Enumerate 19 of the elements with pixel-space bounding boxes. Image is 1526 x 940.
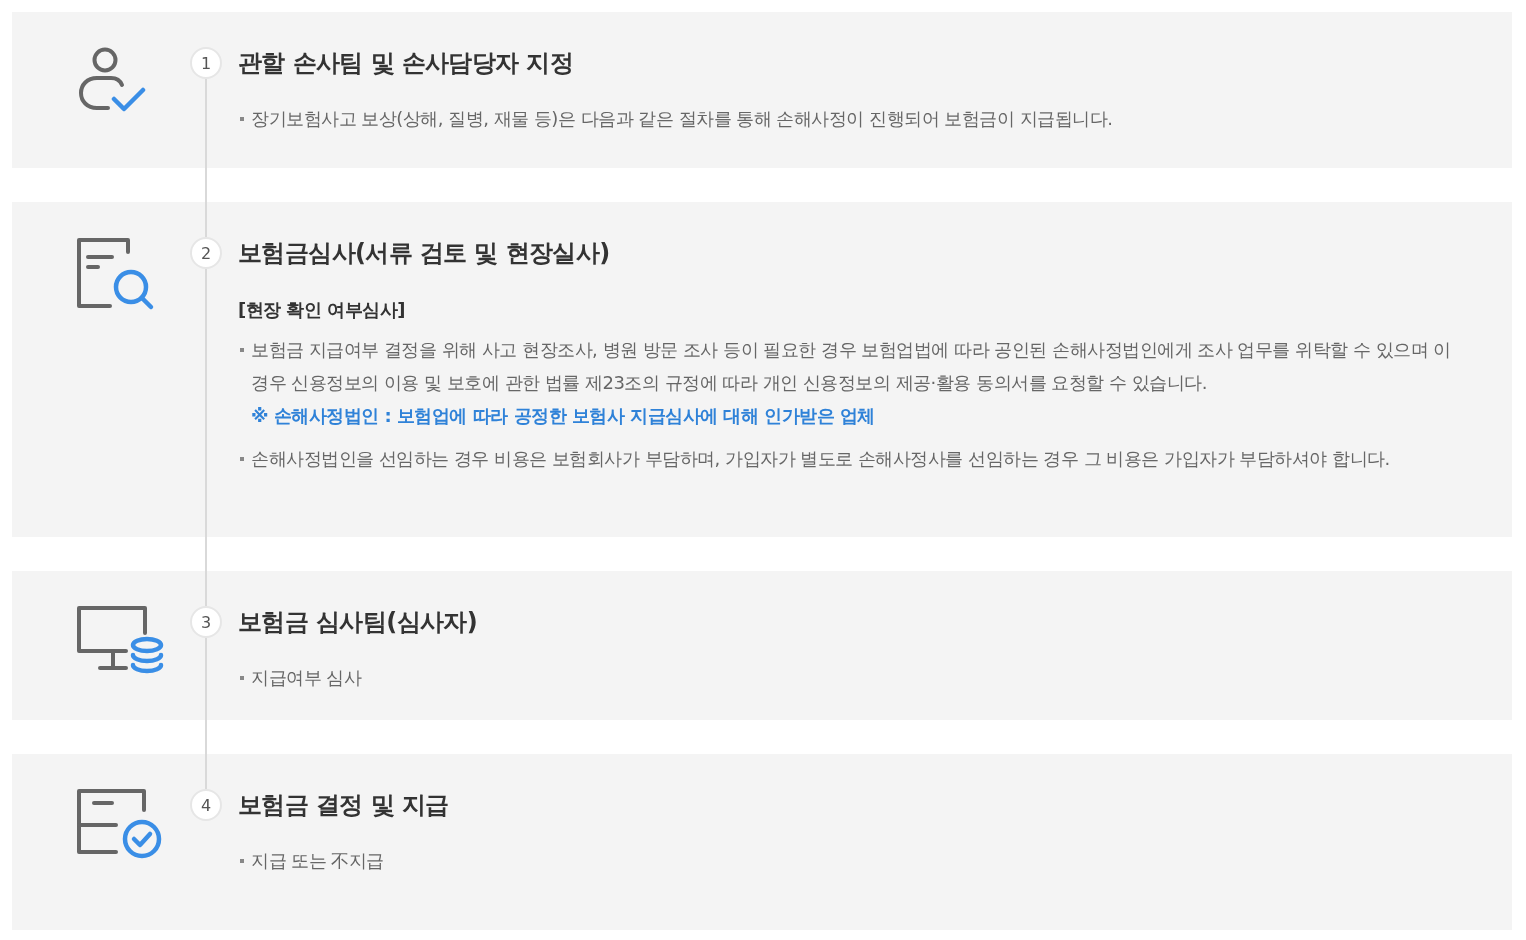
- step-panel: [12, 12, 1512, 168]
- bullet-text: 지급여부 심사: [238, 661, 362, 694]
- step-number: 2: [190, 237, 222, 269]
- step-number: 3: [190, 606, 222, 638]
- step-panel: [12, 571, 1512, 720]
- step-panel: [12, 754, 1512, 930]
- step-panel: [12, 202, 1512, 537]
- step-heading: 보험금 심사팀(심사자): [238, 608, 478, 636]
- bullet-text: 손해사정법인을 선임하는 경우 비용은 보험회사가 부담하며, 가입자가 별도로 손해사정사를 선임하는 경우 그 비용은 가입자가 부담하셔야 합니다.: [238, 442, 1390, 475]
- step-heading: 보험금심사(서류 검토 및 현장실사): [238, 239, 610, 267]
- step-heading: 관할 손사팀 및 손사담당자 지정: [238, 49, 574, 77]
- bullet-text: 장기보험사고 보상(상해, 질병, 재물 등)은 다음과 같은 절차를 통해 손해사정이 진행되어 보험금이 지급됩니다.: [238, 102, 1113, 135]
- note-text: ※ 손해사정법인 : 보험업에 따라 공정한 보험사 지급심사에 대해 인가받은 업체: [251, 404, 875, 428]
- bullet-text: 지급 또는 不지급: [238, 844, 384, 877]
- section-subheading: [현장 확인 여부심사]: [238, 298, 405, 322]
- step-number: 4: [190, 789, 222, 821]
- step-heading: 보험금 결정 및 지급: [238, 791, 449, 819]
- bullet-text: 보험금 지급여부 결정을 위해 사고 현장조사, 병원 방문 조사 등이 필요한 경우 보험업법에 따라 공인된 손해사정법인에게 조사 업무를 위탁할 수 있으며 이 경우 신용정보의 이용 및 보호에 관한 법률 제23조의 규정에 따라 개인 신용정보의 제공·활용 동의서를 요청할 수 있습니다.: [238, 333, 1471, 399]
- step-number: 1: [190, 47, 222, 79]
